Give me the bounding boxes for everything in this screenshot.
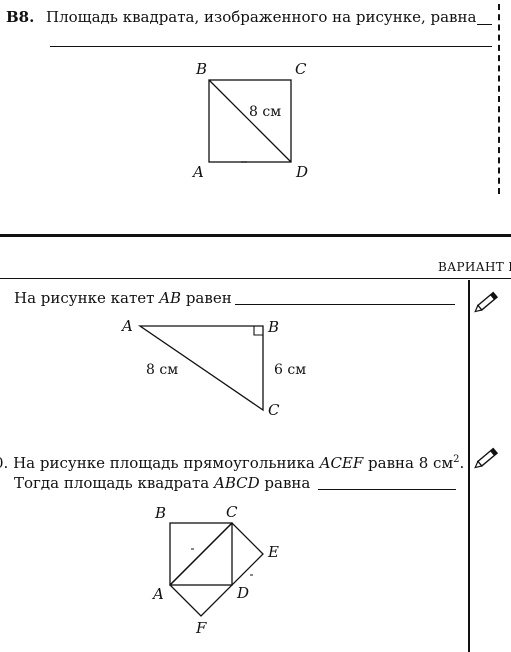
section-divider (0, 234, 511, 237)
pencil-icon (474, 291, 499, 313)
hypotenuse-label: 8 см (146, 362, 178, 378)
variant-header: ВАРИАНТ I (438, 260, 511, 274)
answer-line-katet[interactable] (235, 304, 455, 305)
vertex-a: A (120, 317, 133, 335)
vertex-c: C (268, 401, 280, 419)
diagonal-label: 8 см (249, 104, 281, 120)
vertex-b: B (267, 318, 279, 336)
vertex-a: A (191, 163, 204, 181)
vertex-c: C (226, 503, 238, 521)
cut-line (498, 4, 500, 194)
answer-line-area[interactable] (318, 489, 456, 490)
figure-square-b8: B C A D 8 см (191, 60, 308, 181)
vertex-f: F (195, 619, 207, 637)
question-text-katet: На рисунке катет AB равен (14, 289, 232, 307)
answer-line-b8[interactable] (50, 46, 492, 47)
question-text-b8: Площадь квадрата, изображенного на рисун… (46, 8, 477, 26)
figure-triangle-katet: A B C 8 см 6 см (120, 317, 306, 419)
vertex-d: D (295, 163, 308, 181)
figure-square-rectangle: B C E A D F (151, 503, 279, 637)
vertex-d: D (236, 584, 249, 602)
margin-rule (468, 280, 470, 652)
question-text-area-line2: Тогда площадь квадрата ABCD равна (14, 474, 311, 492)
header-rule (0, 278, 511, 279)
question-text-area-line1: 0. На рисунке площадь прямоугольника ACE… (0, 454, 465, 472)
vertex-c: C (295, 60, 307, 78)
answer-line-b8-short[interactable] (477, 24, 492, 25)
vertex-b: B (154, 504, 166, 522)
pencil-icon (474, 447, 499, 469)
vertex-a: A (151, 585, 164, 603)
question-number-b8: B8. (6, 8, 35, 26)
vertex-e: E (267, 543, 279, 561)
vertex-b: B (195, 60, 207, 78)
leg-label: 6 см (274, 362, 306, 378)
